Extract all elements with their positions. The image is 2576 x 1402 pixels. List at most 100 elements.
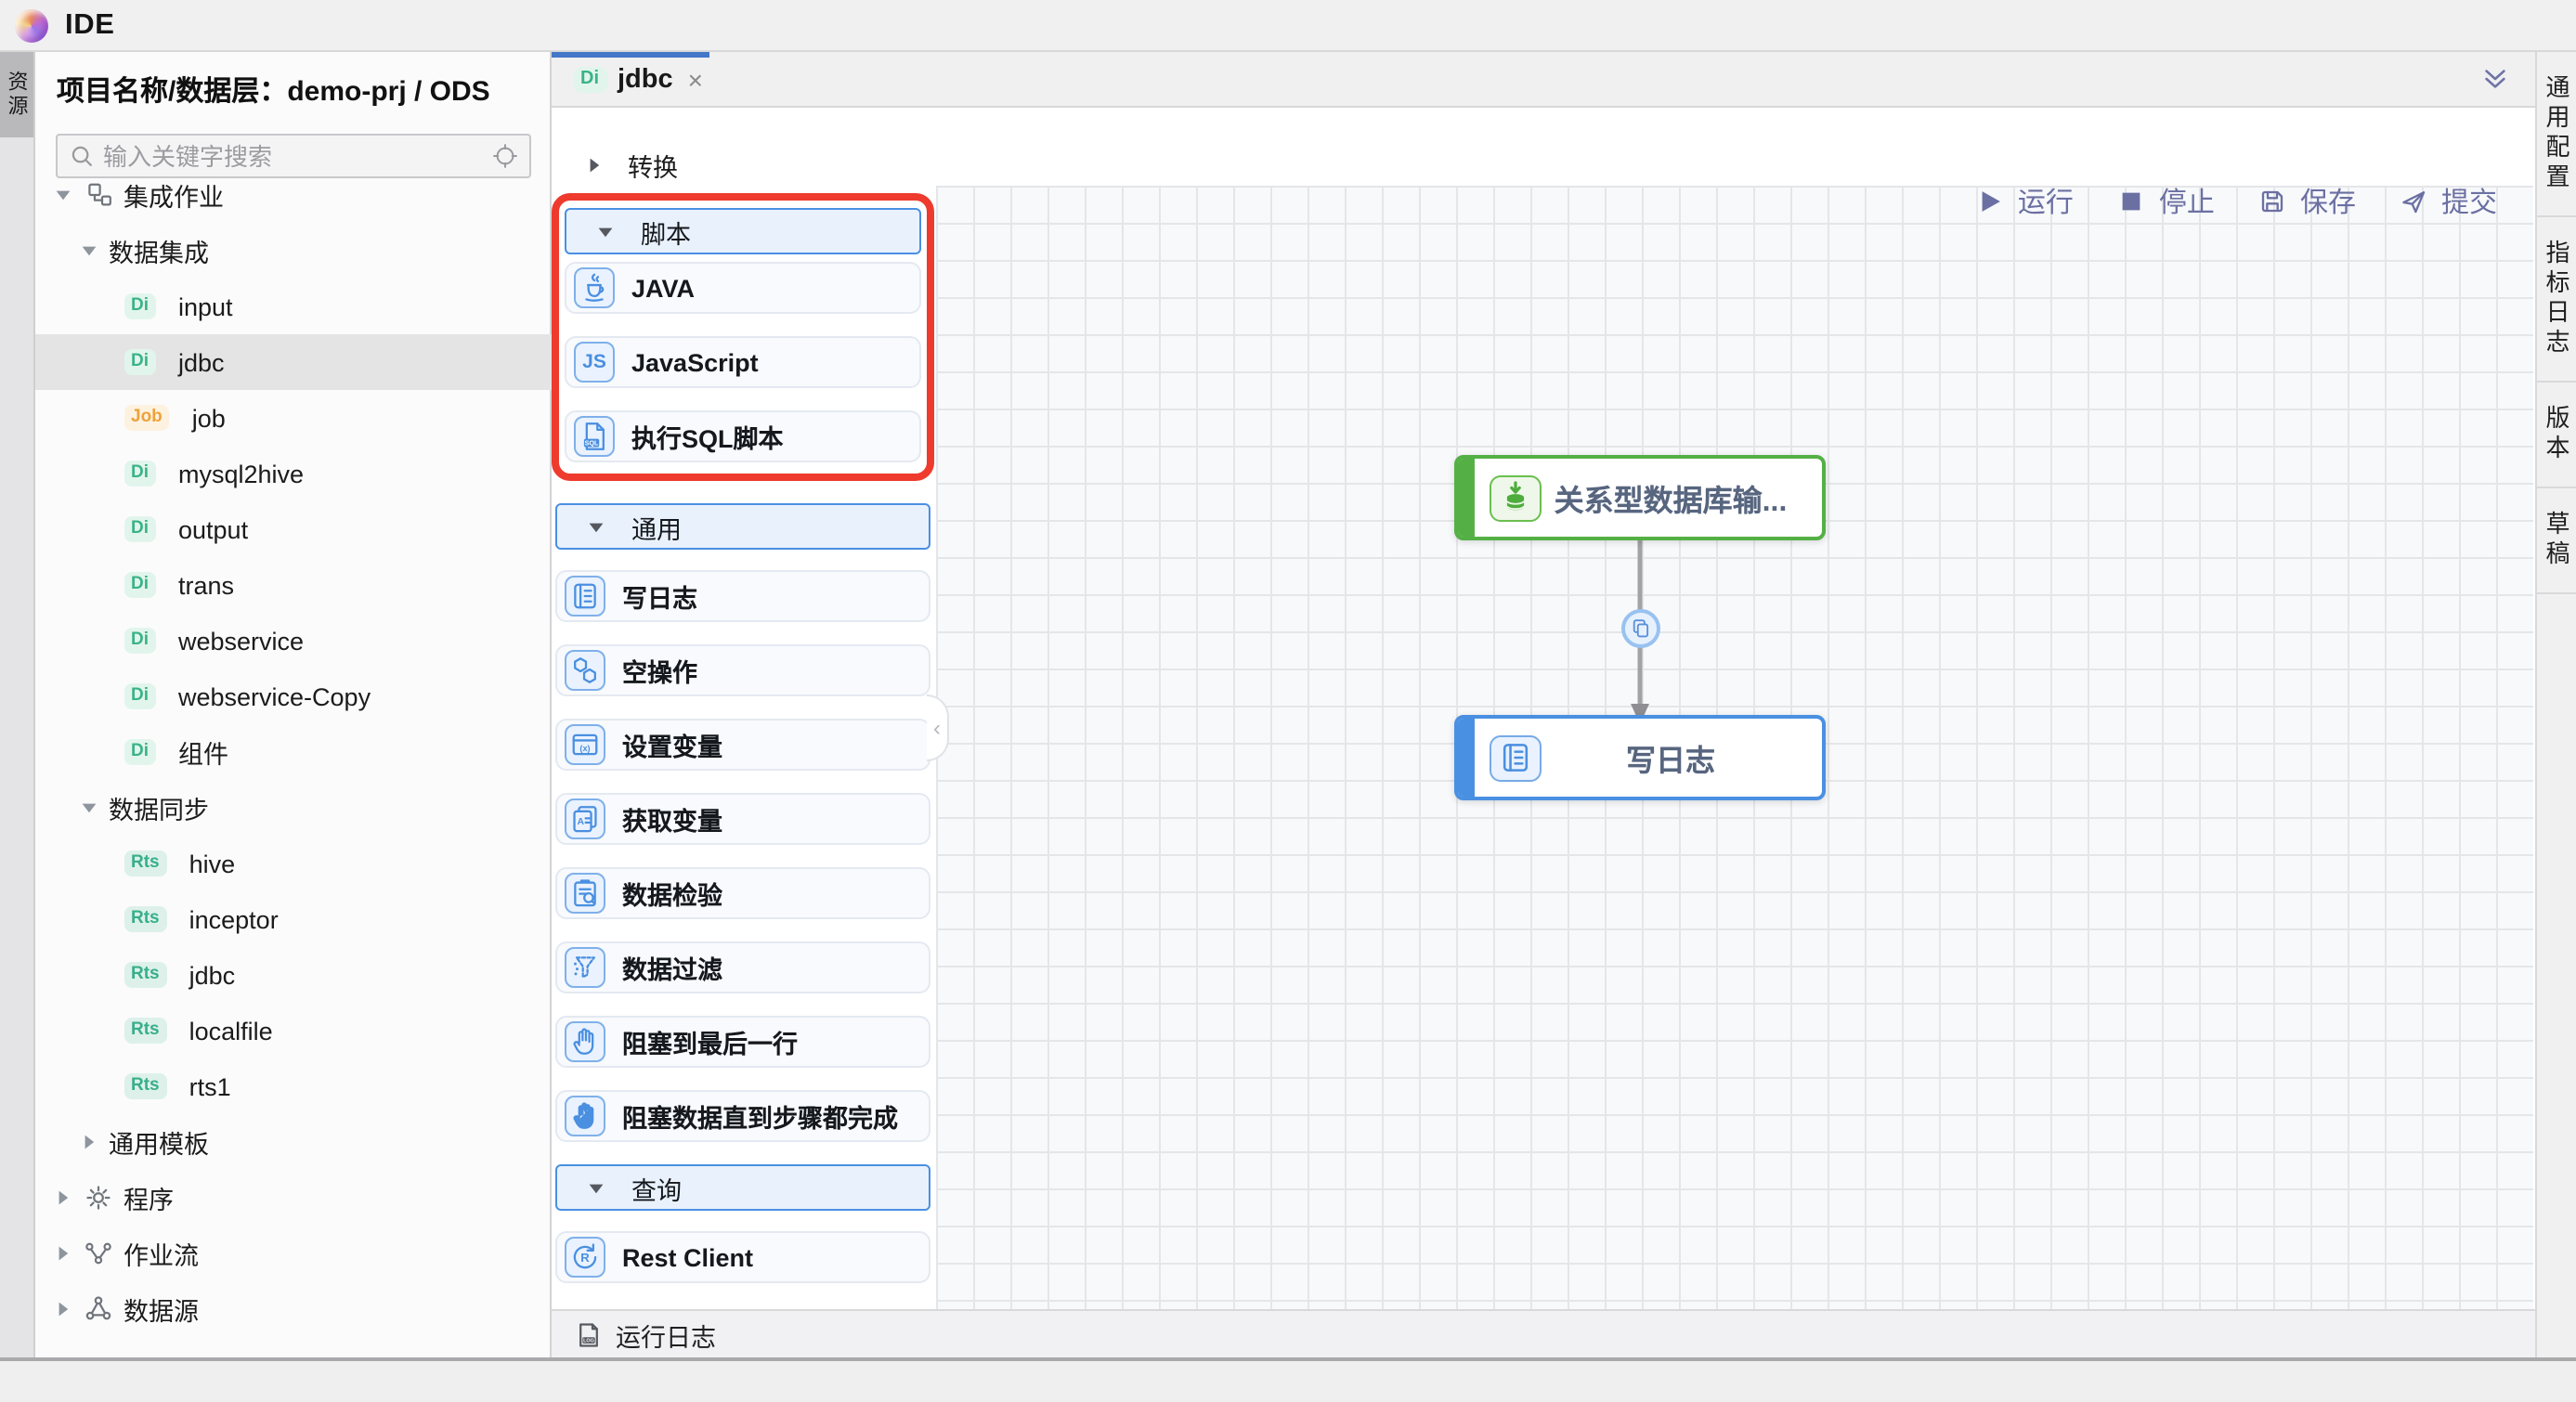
collapse-panels-icon[interactable] <box>2480 64 2508 92</box>
run-button[interactable]: 运行 <box>1977 181 2074 220</box>
palette-item-空操作[interactable]: 空操作 <box>555 644 930 696</box>
save-button[interactable]: 保存 <box>2259 181 2356 220</box>
tree-item-label: 程序 <box>124 1187 174 1214</box>
chevron-down-icon[interactable] <box>53 186 72 204</box>
type-badge: Rts <box>124 850 167 876</box>
palette-item-label: Rest Client <box>622 1243 754 1271</box>
tree-item-通用模板[interactable]: 通用模板 <box>34 1114 551 1170</box>
tree-item-数据集成[interactable]: 数据集成 <box>34 223 551 279</box>
flow-canvas[interactable] <box>936 185 2533 1309</box>
right-rail-tab-版本[interactable]: 版本 <box>2536 383 2576 488</box>
palette-item-写日志[interactable]: 写日志 <box>555 570 930 622</box>
tab-jdbc[interactable]: Di jdbc × <box>551 52 709 107</box>
right-rail-tab-指标日志[interactable]: 指标日志 <box>2536 217 2576 383</box>
palette-section-label: 脚本 <box>641 220 691 248</box>
rail-tab-resources[interactable]: 资源 <box>0 52 33 137</box>
palette-item-数据过滤[interactable]: 数据过滤 <box>555 941 930 993</box>
gear-icon <box>83 1183 112 1213</box>
submit-button[interactable]: 提交 <box>2400 181 2497 220</box>
tree-item-label: 组件 <box>178 741 228 769</box>
palette-section-header[interactable]: 脚本 <box>565 208 921 254</box>
editor-tab-bar: Di jdbc × <box>551 52 2534 107</box>
palette-section-header[interactable]: 转换 <box>555 145 930 186</box>
tree-item-程序[interactable]: 程序 <box>34 1170 551 1226</box>
right-rail-tab-通用配置[interactable]: 通用配置 <box>2536 52 2576 217</box>
palette-section-label: 通用 <box>631 515 682 543</box>
tree-item-集成作业[interactable]: 集成作业 <box>34 167 551 223</box>
search-input[interactable] <box>103 142 482 170</box>
chevron-down-icon <box>587 517 605 536</box>
tree-item-label: trans <box>178 571 235 599</box>
app-title: IDE <box>65 8 115 40</box>
palette-section-header[interactable]: 通用 <box>555 503 930 550</box>
chevron-right-icon[interactable] <box>53 1300 72 1318</box>
left-rail: 资源 <box>0 52 34 1357</box>
org-chart-icon <box>83 180 112 210</box>
tree-item-作业流[interactable]: 作业流 <box>34 1226 551 1281</box>
right-rail-tab-草稿[interactable]: 草稿 <box>2536 488 2576 594</box>
tree-indent <box>94 631 112 650</box>
tree-indent <box>94 576 112 594</box>
palette-item-label: 设置变量 <box>622 733 722 761</box>
toolbar-button-label: 保存 <box>2299 187 2356 218</box>
palette-item-执行SQL脚本[interactable]: SQL 执行SQL脚本 <box>565 410 921 462</box>
type-badge: Di <box>124 683 156 709</box>
type-badge: Di <box>124 293 156 319</box>
tab-close-icon[interactable]: × <box>687 64 703 95</box>
tree-item-label: hive <box>189 850 236 877</box>
chevron-right-icon[interactable] <box>79 1133 98 1151</box>
palette-item-阻塞到最后一行[interactable]: 阻塞到最后一行 <box>555 1016 930 1068</box>
type-badge: Rts <box>124 906 167 932</box>
right-rail: 通用配置指标日志版本草稿 <box>2534 52 2576 1357</box>
locate-icon[interactable] <box>491 143 517 169</box>
palette-item-设置变量[interactable]: (x)设置变量 <box>555 719 930 771</box>
datasource-icon <box>83 1294 112 1324</box>
chevron-down-icon[interactable] <box>79 241 98 260</box>
tree-indent <box>94 966 112 984</box>
stop-button[interactable]: 停止 <box>2118 181 2215 220</box>
tree-item-label: 数据同步 <box>109 797 209 824</box>
palette-section-header[interactable]: 查询 <box>555 1164 930 1211</box>
search-icon <box>68 143 94 169</box>
palette-item-label: JavaScript <box>631 348 759 376</box>
type-badge: Di <box>124 628 156 654</box>
edge-copy-hop-icon[interactable] <box>1620 608 1659 647</box>
chevron-down-icon <box>596 222 615 240</box>
palette-item-JAVA[interactable]: JAVA <box>565 262 921 314</box>
run-log-bar[interactable]: LOG 运行日志 <box>551 1309 2534 1357</box>
chevron-down-icon[interactable] <box>79 798 98 817</box>
tree-item-数据源[interactable]: 数据源 <box>34 1281 551 1337</box>
chevron-right-icon[interactable] <box>53 1188 72 1207</box>
tree-item-数据同步[interactable]: 数据同步 <box>34 780 551 836</box>
svg-text:SQL: SQL <box>585 438 599 447</box>
app-logo-icon <box>15 8 48 42</box>
palette-item-label: 写日志 <box>622 585 697 613</box>
palette-collapse-handle[interactable]: ‹ <box>927 695 949 761</box>
tree-item-label: mysql2hive <box>178 460 305 487</box>
palette-item-阻塞数据直到步骤都完成[interactable]: 阻塞数据直到步骤都完成 <box>555 1090 930 1142</box>
chevron-right-icon[interactable] <box>53 1244 72 1263</box>
palette-item-数据检验[interactable]: 数据检验 <box>555 867 930 919</box>
palette-item-Rest Client[interactable]: RRest Client <box>555 1231 930 1283</box>
node-write-log[interactable]: 写日志 <box>1454 715 1826 800</box>
node-relational-db-input[interactable]: 关系型数据库输... <box>1454 455 1826 540</box>
palette-item-label: 执行SQL脚本 <box>631 425 784 453</box>
submit-icon <box>2400 187 2428 214</box>
